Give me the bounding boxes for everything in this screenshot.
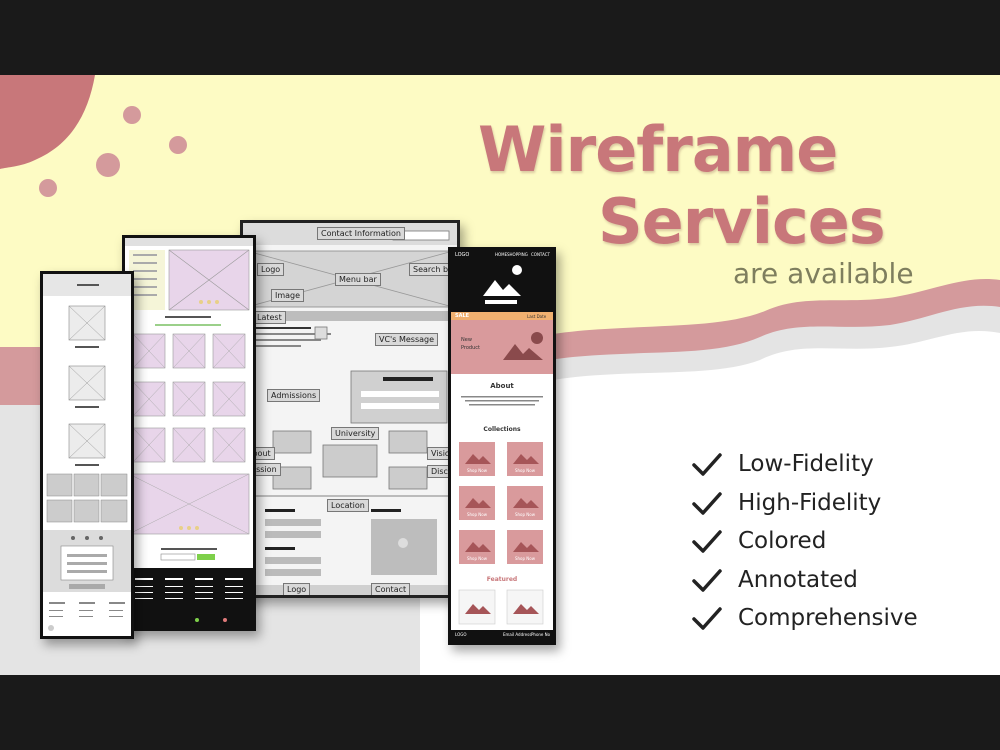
colored-mock-nav-home: HOME: [495, 252, 508, 257]
colored-wireframe-drawing: [451, 250, 553, 642]
feature-label: Colored: [738, 528, 827, 555]
annotation-admissions: Admissions: [267, 389, 321, 402]
feature-item: High-Fidelity: [690, 484, 990, 523]
annotation-location: Location: [327, 499, 369, 512]
annotated-wireframe-mock: Contact Information Logo Menu bar Search…: [240, 220, 460, 598]
check-icon: [692, 453, 722, 476]
annotation-university: University: [331, 427, 380, 440]
colored-mock-footer-phone: Phone No: [531, 632, 551, 637]
lilac-wireframe-mock: [122, 235, 256, 631]
colored-mock-new-product: New Product: [461, 337, 480, 351]
annotation-contact: Contact Information: [317, 227, 405, 240]
banner: Wireframe Services are available Low-Fid…: [0, 75, 1000, 675]
feature-label: Comprehensive: [738, 605, 918, 632]
annotation-footer-logo: Logo: [283, 583, 311, 595]
feature-list: Low-Fidelity High-Fidelity Colored Annot…: [690, 445, 990, 638]
annotation-vc-message: VC's Message: [375, 333, 439, 346]
shop-now-label: Shop Now: [466, 468, 488, 473]
annotation-menu-bar: Menu bar: [335, 273, 381, 286]
colored-mock-footer-email: Email Address: [503, 632, 532, 637]
colored-mock-last-date: Last Date: [527, 314, 547, 319]
shop-now-label: Shop Now: [514, 556, 536, 561]
colored-mock-about-heading: About: [490, 382, 514, 390]
feature-item: Comprehensive: [690, 599, 990, 638]
feature-item: Low-Fidelity: [690, 445, 990, 484]
tagline: are available: [733, 257, 914, 290]
headline-services: Services: [598, 185, 886, 258]
annotation-footer-contact: Contact: [371, 583, 411, 595]
check-icon: [692, 492, 722, 515]
headline-wireframe: Wireframe: [478, 113, 838, 186]
colored-wireframe-mock: LOGO HOME SHOPPING CONTACT SALE Last Dat…: [448, 247, 556, 645]
colored-mock-footer-logo: LOGO: [455, 632, 467, 637]
shop-now-label: Shop Now: [466, 556, 488, 561]
annotation-search-bar: Search bar: [409, 263, 457, 276]
check-icon: [692, 530, 722, 553]
check-icon: [692, 607, 722, 630]
feature-label: High-Fidelity: [738, 489, 882, 516]
colored-mock-logo: LOGO: [455, 252, 470, 258]
annotation-logo: Logo: [257, 263, 285, 276]
annotation-latest: Latest: [253, 311, 286, 324]
lowfi-wireframe-drawing: [43, 274, 131, 636]
colored-mock-nav-shopping: SHOPPING: [507, 252, 528, 257]
feature-label: Annotated: [738, 566, 858, 593]
shop-now-label: Shop Now: [466, 512, 488, 517]
check-icon: [692, 569, 722, 592]
shop-now-label: Shop Now: [514, 468, 536, 473]
colored-mock-nav-contact: CONTACT: [531, 252, 550, 257]
lowfi-wireframe-mock: [40, 271, 134, 639]
feature-label: Low-Fidelity: [738, 451, 874, 478]
feature-item: Colored: [690, 522, 990, 561]
colored-mock-sale: SALE: [455, 313, 470, 319]
shop-now-label: Shop Now: [514, 512, 536, 517]
lilac-wireframe-drawing: [125, 238, 253, 628]
colored-mock-featured-heading: Featured: [486, 576, 518, 583]
feature-item: Annotated: [690, 561, 990, 600]
colored-mock-collections-heading: Collections: [483, 426, 521, 433]
annotation-image: Image: [271, 289, 305, 302]
